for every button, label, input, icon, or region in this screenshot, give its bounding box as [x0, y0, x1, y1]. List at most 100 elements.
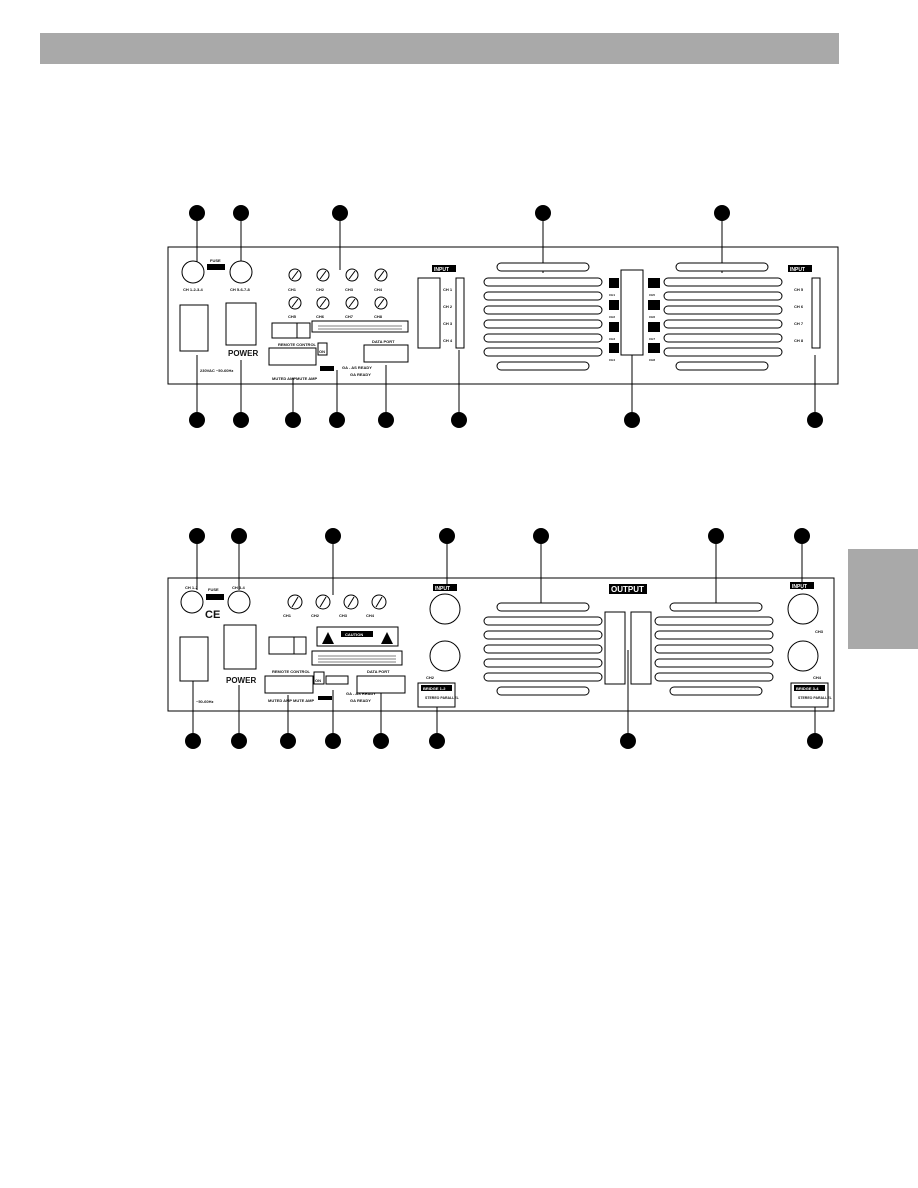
remote-control-connector	[268, 347, 317, 366]
input-channel-label: CH3	[815, 629, 824, 634]
channel-group-label: CH 3-4	[232, 585, 245, 590]
on-label: ON	[315, 678, 321, 683]
power-label: POWER	[228, 349, 258, 358]
dip-switch	[317, 342, 328, 356]
callout-dot	[378, 412, 394, 428]
input-label: INPUT	[435, 586, 450, 592]
input-label: INPUT	[792, 584, 807, 590]
callout-dot	[233, 205, 249, 221]
warning-box	[311, 320, 409, 333]
on-label: ON	[319, 349, 325, 354]
xlr-input-icon	[429, 640, 461, 672]
remote-control-label: REMOTE CONTROL	[272, 669, 311, 674]
ga-ready-sub-label: GA READY	[350, 372, 371, 377]
output-channel-label: CH4	[609, 358, 615, 362]
knob-label: CH4	[366, 613, 375, 618]
knob-label: CH1	[288, 287, 297, 292]
attenuator-knobs	[287, 594, 387, 610]
xlr-input-icon	[429, 593, 461, 625]
data-port-label: DATA PORT	[367, 669, 390, 674]
warning-box	[311, 650, 403, 666]
power-switch	[223, 624, 257, 670]
callout-dot	[807, 412, 823, 428]
callout-dot	[189, 528, 205, 544]
output-connectors	[609, 278, 660, 353]
ce-mark: CE	[205, 609, 220, 621]
callout-dot	[231, 528, 247, 544]
callout-dot	[325, 528, 341, 544]
fuse-holder-icon	[181, 260, 205, 284]
callout-dot	[332, 205, 348, 221]
callout-dot	[708, 528, 724, 544]
vent-grille-left	[483, 262, 603, 371]
mode-table	[271, 322, 311, 339]
page-header-bar	[40, 33, 839, 64]
callout-dot	[451, 412, 467, 428]
mains-label: 230VAC ~50-60Hz	[200, 368, 233, 373]
callout-dot	[285, 412, 301, 428]
output-label-box	[609, 584, 647, 594]
input-channel-label: CH 3	[443, 321, 453, 326]
power-label: POWER	[226, 676, 256, 685]
output-terminal	[630, 611, 652, 685]
output-channel-label: CH3	[609, 337, 615, 341]
knob-label: CH3	[339, 613, 348, 618]
input-channel-label: CH4	[813, 675, 822, 680]
mode-table	[268, 636, 307, 655]
input-channel-label: CH 8	[794, 338, 804, 343]
callout-dot	[233, 412, 249, 428]
callout-dot	[231, 733, 247, 749]
output-module	[620, 269, 644, 356]
sw-label-box	[320, 366, 334, 371]
remote-sub-label: MUTE AMP	[296, 376, 318, 381]
warning-triangle-icon	[381, 632, 393, 644]
input-label: INPUT	[790, 267, 805, 273]
vent-grille-left	[483, 602, 603, 696]
channel-group-label: CH 5-6-7-8	[230, 287, 251, 292]
callout-dot	[189, 205, 205, 221]
side-tab-marker	[848, 549, 918, 649]
callout-dot	[429, 733, 445, 749]
knob-label: CH7	[345, 314, 354, 319]
xlr-input-icon	[787, 593, 819, 625]
knob-label: CH2	[311, 613, 320, 618]
callout-dot	[794, 528, 810, 544]
mode-sub-label: STEREO PARALLEL	[425, 696, 460, 700]
callout-dot	[329, 412, 345, 428]
output-channel-label: CH8	[649, 358, 655, 362]
input-label: INPUT	[434, 267, 449, 273]
callout-dot	[439, 528, 455, 544]
dip-switch-bank	[325, 675, 349, 685]
power-inlet	[179, 304, 209, 352]
power-switch	[225, 302, 257, 346]
caution-label: CAUTION	[345, 632, 363, 637]
mode-label: BRIDGE 3-4	[796, 686, 819, 691]
input-channel-label: CH 5	[794, 287, 804, 292]
callout-dot	[189, 412, 205, 428]
remote-control-connector	[264, 675, 314, 694]
top-unit: FUSE CH 1-2-3-4 CH 5-6-7-8 POWER 230VAC …	[167, 205, 839, 428]
output-channel-label: CH5	[649, 293, 655, 297]
knob-label: CH4	[374, 287, 383, 292]
attenuator-knobs	[288, 268, 388, 310]
vent-grille-right	[663, 262, 783, 371]
output-label: OUTPUT	[611, 585, 644, 594]
remote-sub-label: MUTE AMP	[293, 698, 315, 703]
callout-dot	[325, 733, 341, 749]
output-terminal	[604, 611, 626, 685]
input-module	[417, 277, 441, 349]
callout-dot	[714, 205, 730, 221]
knob-label: CH1	[283, 613, 292, 618]
mode-label: BRIDGE 1-2	[423, 686, 446, 691]
output-channel-label: CH2	[609, 315, 615, 319]
top-panel-outline	[167, 246, 839, 385]
output-channel-label: CH1	[609, 293, 615, 297]
bottom-panel-outline	[167, 577, 835, 712]
knob-label: CH6	[316, 314, 325, 319]
callout-dot	[280, 733, 296, 749]
vent-grille-right	[654, 602, 774, 696]
data-port-connector	[356, 675, 406, 694]
warning-triangle-icon	[322, 632, 334, 644]
channel-group-label: CH 1-2-3-4	[183, 287, 204, 292]
